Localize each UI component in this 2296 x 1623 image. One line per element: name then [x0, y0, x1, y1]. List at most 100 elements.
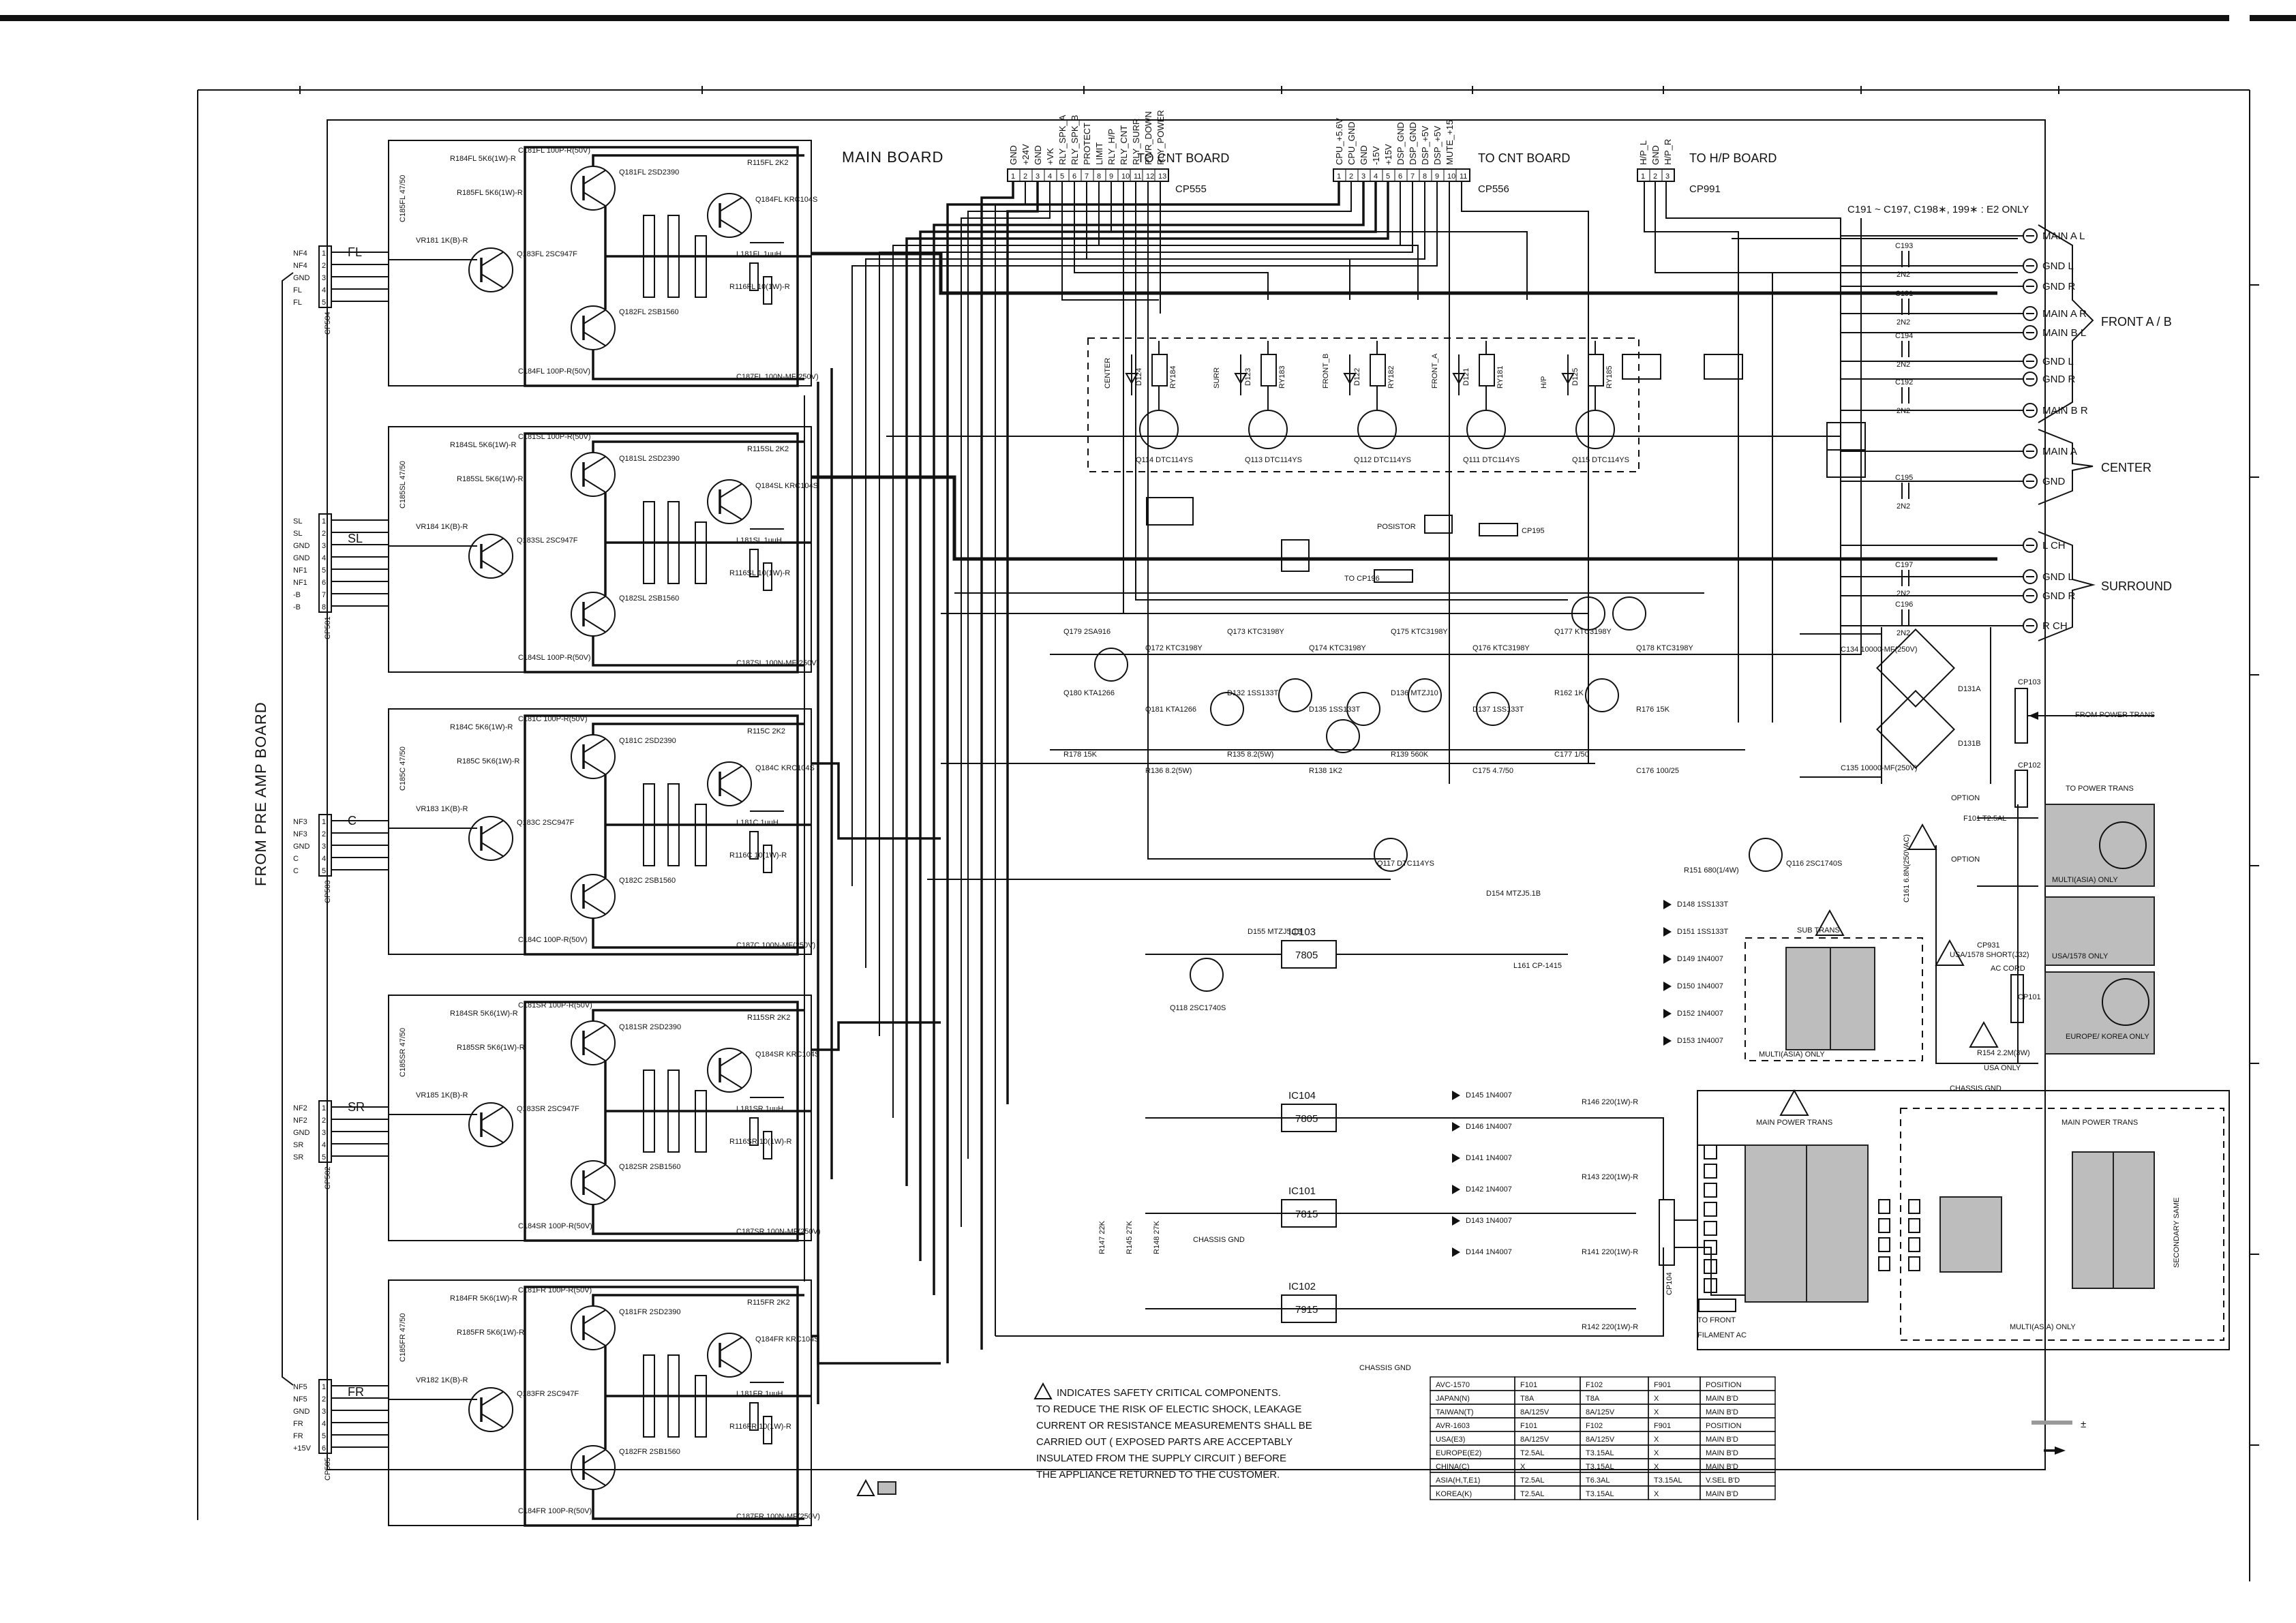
- speaker-terminal-label: L CH: [2042, 540, 2066, 551]
- connector-pin-number: 3: [1665, 172, 1670, 181]
- relay-driver-transistor: [1248, 410, 1288, 449]
- trans-wire: [1674, 1144, 1745, 1221]
- transistor-collector: [719, 1337, 742, 1352]
- transistor-label: Q181SL 2SD2390: [619, 455, 680, 463]
- input-pin-number: 6: [322, 579, 326, 587]
- transistor-label: Q181SR 2SD2390: [619, 1023, 681, 1031]
- transformer-pin: [1908, 1218, 1920, 1233]
- connector-pin-number: 2: [1023, 172, 1027, 181]
- supply-rail-neg: [592, 1204, 804, 1235]
- output-stage-outline: [524, 146, 799, 387]
- protection-transistor: [1476, 692, 1510, 726]
- supply-rail-neg: [592, 918, 804, 949]
- transistor-emitter: [583, 1331, 606, 1346]
- input-pin-name: NF4: [293, 249, 307, 258]
- relay-driver-transistor: [1357, 410, 1397, 449]
- transistor-emitter: [481, 1128, 504, 1143]
- transistor-label: Q183C 2SC947F: [517, 819, 575, 827]
- relay-name: FRONT_B: [1322, 354, 1330, 389]
- input-pin-name: FL: [293, 299, 302, 307]
- chassis-gnd-label: CHASSIS GND: [1950, 1084, 2002, 1093]
- resistor-label: R185SR 5K6(1W)-R: [457, 1044, 525, 1052]
- relay-driver-label: Q114 DTC114YS: [1136, 456, 1193, 464]
- fuse-table-value: T8A: [1586, 1395, 1600, 1403]
- cp555-pin-name: RLY_CNT: [1119, 125, 1129, 165]
- transistor-label: Q116 2SC1740S: [1786, 860, 1842, 868]
- connector-pin-number: 11: [1134, 172, 1141, 181]
- main-power-transformer: MAIN POWER TRANS MAIN POWER TRANS SECOND…: [1697, 1089, 2230, 1350]
- output-transistor-top: [571, 452, 616, 497]
- cp991-label: CP991: [1689, 183, 1721, 195]
- usa-1578-label: USA/1578 ONLY: [2052, 952, 2109, 960]
- relay-diode-label: D125: [1571, 368, 1580, 386]
- relay-driver-label: Q113 DTC114YS: [1245, 456, 1302, 464]
- input-connector: [318, 513, 332, 613]
- main-power-trans-label-1: MAIN POWER TRANS: [1756, 1119, 1832, 1127]
- fuse-table-value: T6.3AL: [1586, 1476, 1610, 1485]
- capacitor-label: C195: [1895, 474, 1913, 482]
- input-pin-name: NF3: [293, 818, 307, 826]
- emitter-resistors: [667, 783, 680, 866]
- warning-triangle-icon: [1033, 1382, 1053, 1399]
- input-connector-label: CP582: [324, 1166, 332, 1189]
- connector-pin-number: 6: [1072, 172, 1076, 181]
- diode-label: D142 1N4007: [1466, 1185, 1512, 1194]
- input-pin-number: 3: [322, 542, 326, 550]
- diode-label: D155 MTZJ5.1B: [1248, 928, 1302, 936]
- input-pin-number: 2: [322, 530, 326, 538]
- europe-korea-label: EUROPE/ KOREA ONLY: [2066, 1033, 2149, 1041]
- input-pin-number: 4: [322, 855, 326, 863]
- bias-network: [643, 501, 655, 584]
- cp555-label: CP555: [1175, 183, 1207, 195]
- speaker-terminal-label: MAIN A: [2042, 446, 2077, 457]
- fuse-table-value: T3.15AL: [1586, 1490, 1614, 1498]
- feedback-network: [695, 235, 707, 298]
- capacitor-label: C181SR 100P-R(50V): [518, 1001, 592, 1010]
- warning-triangle-icon: [1907, 823, 1937, 850]
- input-pin-name: FR: [293, 1420, 303, 1428]
- fuse-table-value: X: [1654, 1449, 1659, 1457]
- safety-note-line: CURRENT OR RESISTANCE MEASUREMENTS SHALL…: [1036, 1420, 1312, 1431]
- usa-only-label: USA ONLY: [1984, 1064, 2021, 1072]
- multi-asia-label-1: MULTI(ASIA) ONLY: [2052, 876, 2118, 884]
- zobel-capacitor: [763, 562, 772, 591]
- input-pin-name: SR: [293, 1153, 303, 1162]
- protection-transistor: [1094, 648, 1128, 682]
- transistor-label: Q183FL 2SC947F: [517, 250, 577, 258]
- relay-coil: [1479, 354, 1495, 386]
- fuse-table-value: KOREA(K): [1436, 1490, 1472, 1498]
- protect-transistor: [707, 193, 752, 238]
- protection-part-label: R138 1K2: [1309, 767, 1342, 775]
- cp555-pin-name: RLY_SURR: [1131, 119, 1141, 165]
- input-pin-number: 6: [322, 1444, 326, 1453]
- protection-transistor: [1326, 719, 1360, 753]
- protection-part-label: R136 8.2(5W): [1145, 767, 1192, 775]
- transistor-label: Q181C 2SD2390: [619, 737, 676, 745]
- capacitor-label: C184FR 100P-R(50V): [518, 1507, 592, 1515]
- supply-rail-neg: [592, 1489, 804, 1520]
- regulator-part: 7805: [1295, 950, 1318, 961]
- input-pin-number: 1: [322, 818, 326, 826]
- relay-sw-1: [1146, 497, 1194, 526]
- arrow-icon: [2055, 1446, 2066, 1455]
- bias-network: [643, 1354, 655, 1438]
- output-filter-caps: C1932N2C1912N2C1942N2C1922N2C1952N2C1972…: [1895, 242, 1913, 637]
- cp195-label: CP195: [1522, 527, 1545, 535]
- transistor-label: Q184SR KRC104S: [755, 1050, 819, 1059]
- relay-driver-label: Q111 DTC114YS: [1463, 456, 1520, 464]
- fuse-table-value: MAIN B'D: [1706, 1395, 1738, 1403]
- transistor-collector: [719, 197, 742, 212]
- relay-sw-2: [1281, 539, 1310, 572]
- transistor-label: Q181FR 2SD2390: [619, 1308, 681, 1316]
- input-pin-number: 2: [322, 830, 326, 838]
- driver-transistor: [468, 1102, 513, 1147]
- transformer-pin: [1908, 1256, 1920, 1271]
- speaker-terminal-label: GND L: [2042, 260, 2074, 272]
- capacitor-label: C185C 47/50: [399, 746, 407, 791]
- diode-symbol: [1663, 1036, 1672, 1046]
- protection-transistor: [1585, 678, 1619, 712]
- multi-asia-label-3: MULTI(ASIA) ONLY: [2010, 1323, 2076, 1331]
